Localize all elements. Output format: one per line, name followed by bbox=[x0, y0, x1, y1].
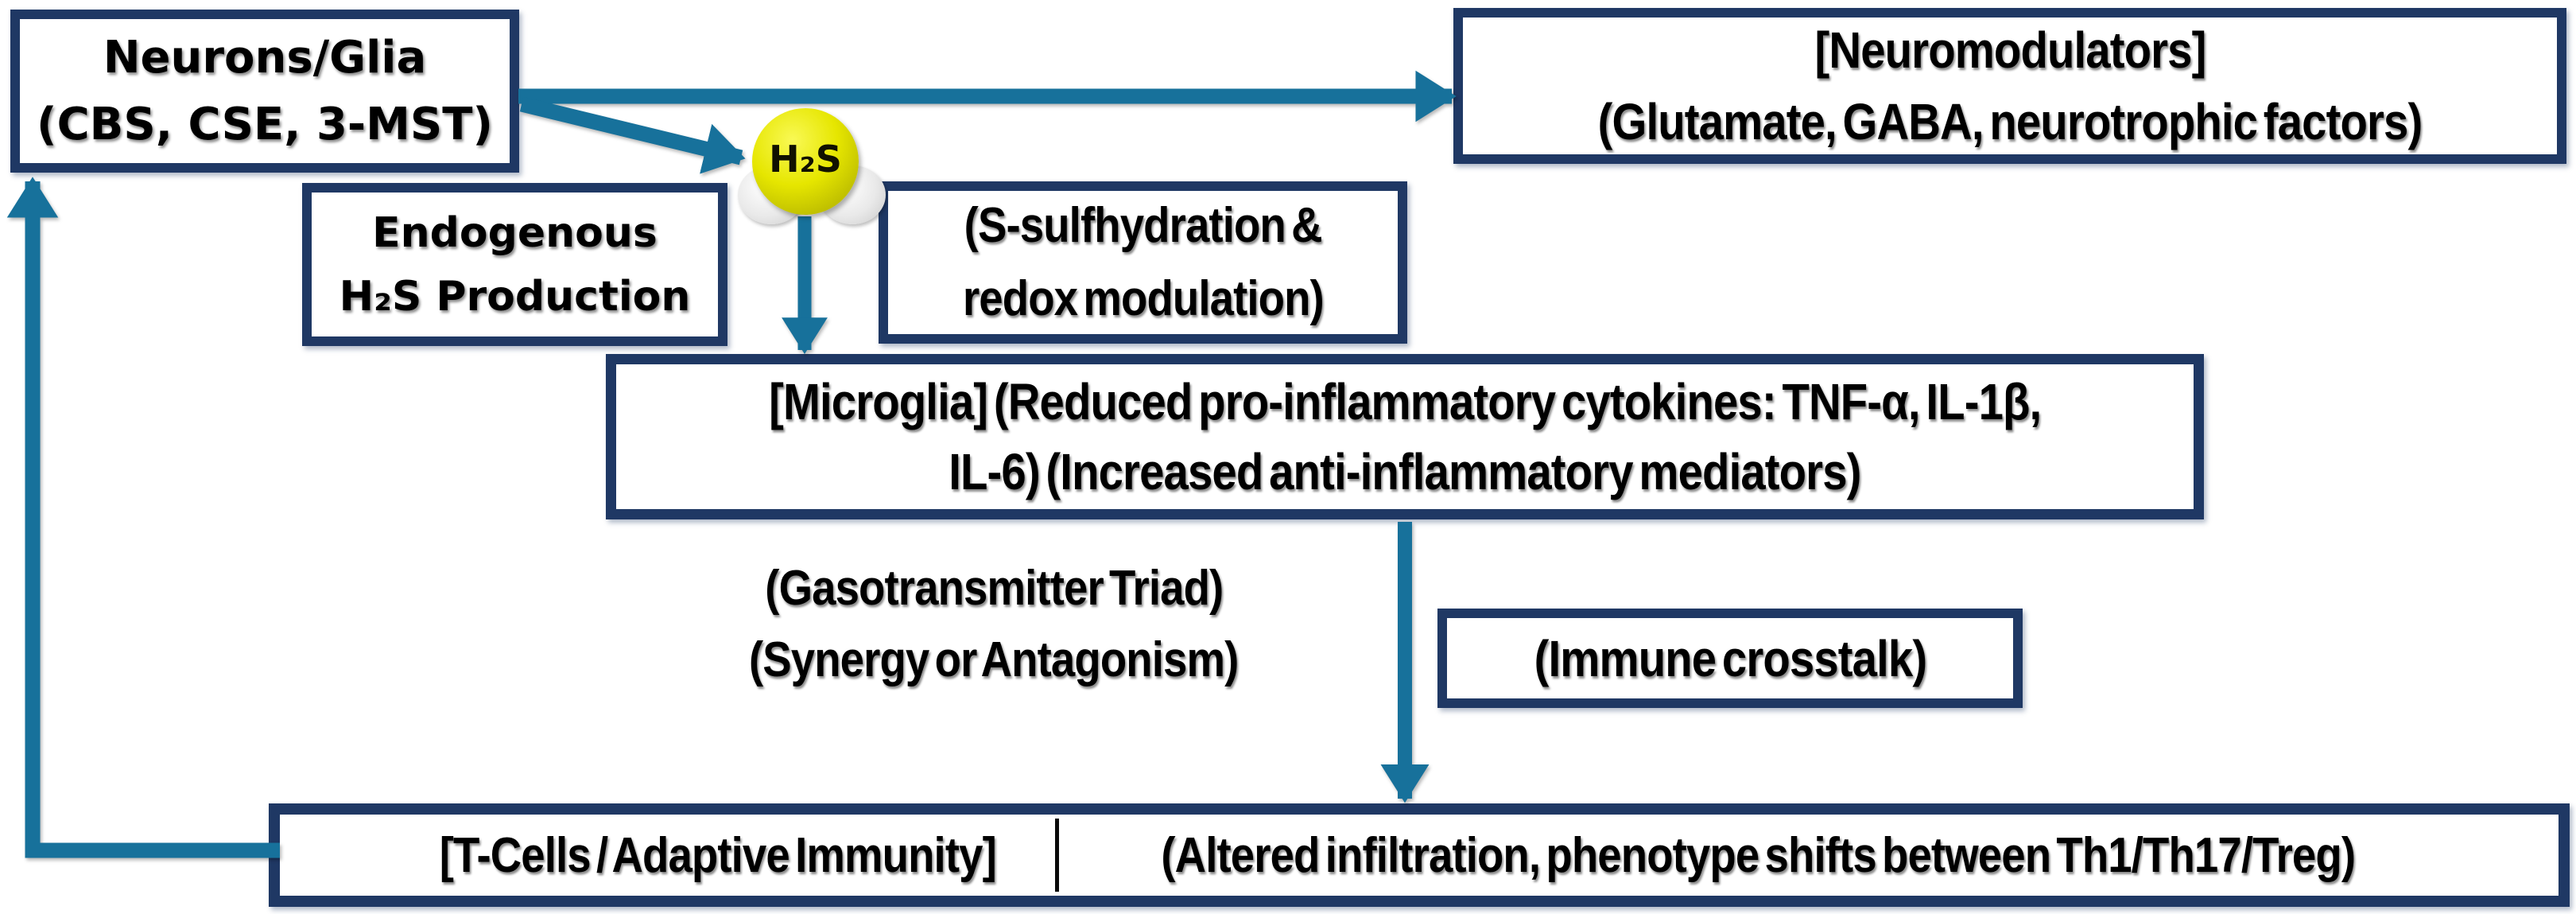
gasotransmitter-line1: (Gasotransmitter Triad) bbox=[764, 561, 1224, 616]
immune-crosstalk-label: (Immune crosstalk) bbox=[1534, 629, 1926, 687]
microglia-line1: [Microglia] (Reduced pro-inflammatory cy… bbox=[768, 373, 2042, 430]
arrow-tcells-feedback-to-neurons bbox=[6, 177, 280, 858]
neuromodulators-title: [Neuromodulators] bbox=[1814, 21, 2206, 79]
neuromodulators-list: (Glutamate, GABA, neurotrophic factors) bbox=[1597, 93, 2423, 150]
microglia-box: [Microglia] (Reduced pro-inflammatory cy… bbox=[606, 354, 2204, 519]
neurons-glia-box: Neurons/Glia (CBS, CSE, 3-MST) bbox=[10, 10, 519, 173]
gasotransmitter-line2: (Synergy or Antagonism) bbox=[749, 632, 1239, 687]
tcells-title: [T-Cells / Adaptive Immunity] bbox=[440, 827, 997, 883]
tcells-divider-bar bbox=[1055, 819, 1060, 892]
gasotransmitter-label: (Gasotransmitter Triad) (Synergy or Anta… bbox=[660, 553, 1328, 696]
h2s-molecule-label: H₂S bbox=[769, 138, 842, 181]
tcells-detail: (Altered infiltration, phenotype shifts … bbox=[1161, 827, 2356, 883]
neurons-glia-title: Neurons/Glia bbox=[103, 31, 427, 84]
neuromodulators-box: [Neuromodulators] (Glutamate, GABA, neur… bbox=[1453, 8, 2566, 164]
endogenous-line1: Endogenous bbox=[372, 208, 658, 257]
immune-crosstalk-box: (Immune crosstalk) bbox=[1437, 609, 2023, 708]
sulfhydration-line1: (S-sulfhydration & bbox=[964, 198, 1323, 253]
neurons-glia-enzymes: (CBS, CSE, 3-MST) bbox=[36, 98, 494, 150]
s-sulfhydration-box: (S-sulfhydration & redox modulation) bbox=[879, 181, 1407, 344]
arrow-neurons-to-h2s bbox=[519, 96, 746, 174]
sulfhydration-line2: redox modulation) bbox=[962, 271, 1325, 326]
microglia-line2: IL-6) (Increased anti-inflammatory media… bbox=[949, 443, 1861, 500]
tcells-box: [T-Cells / Adaptive Immunity] (Altered i… bbox=[269, 803, 2570, 907]
endogenous-line2: H₂S Production bbox=[339, 272, 691, 321]
h2s-sulfur-atom bbox=[752, 108, 859, 215]
endogenous-h2s-box: Endogenous H₂S Production bbox=[302, 183, 727, 346]
